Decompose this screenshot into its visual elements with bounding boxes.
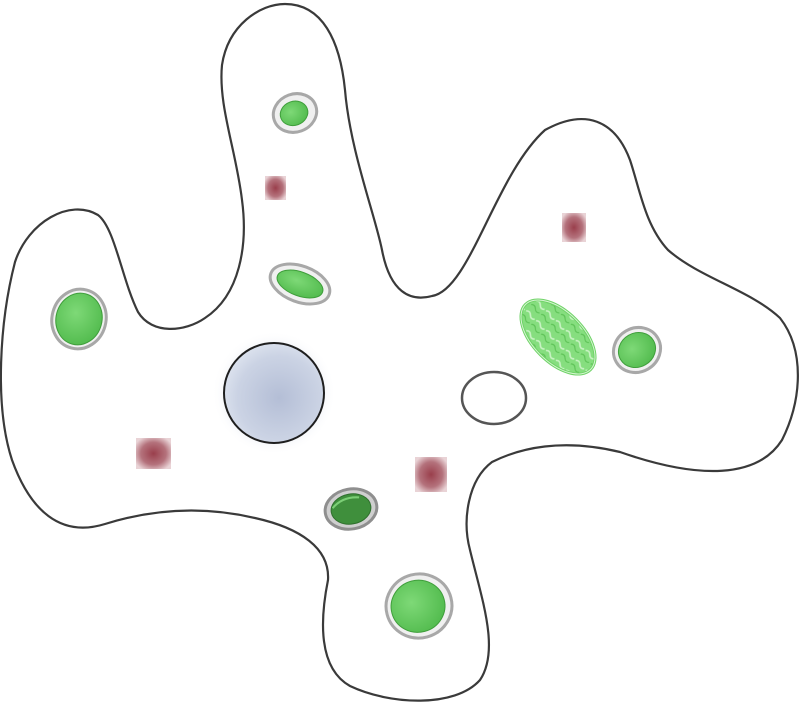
food-vacuole-digesting — [323, 487, 379, 531]
granule — [136, 438, 171, 469]
vacuole-food — [279, 100, 309, 127]
contractile-vacuole — [460, 370, 528, 426]
granule — [562, 213, 586, 242]
granule — [415, 457, 447, 492]
nucleus — [212, 331, 336, 455]
vacuole-food — [617, 331, 657, 369]
food-vacuole-left — [50, 287, 108, 351]
chloroplast-highlight — [520, 299, 596, 375]
vacuole-food — [276, 269, 324, 299]
food-vacuole-bottom — [384, 572, 454, 640]
granules — [136, 176, 586, 492]
vacuole-food — [390, 579, 446, 633]
food-vacuole-right — [611, 325, 663, 375]
vacuole-food — [55, 292, 103, 346]
food-vacuole-middle — [268, 262, 332, 306]
granule — [265, 176, 286, 200]
food-vacuole-top — [271, 92, 319, 134]
nucleus-body — [223, 342, 325, 444]
vacuole-shine — [331, 496, 360, 509]
chloroplast — [519, 298, 597, 376]
food-vacuoles — [50, 92, 663, 640]
